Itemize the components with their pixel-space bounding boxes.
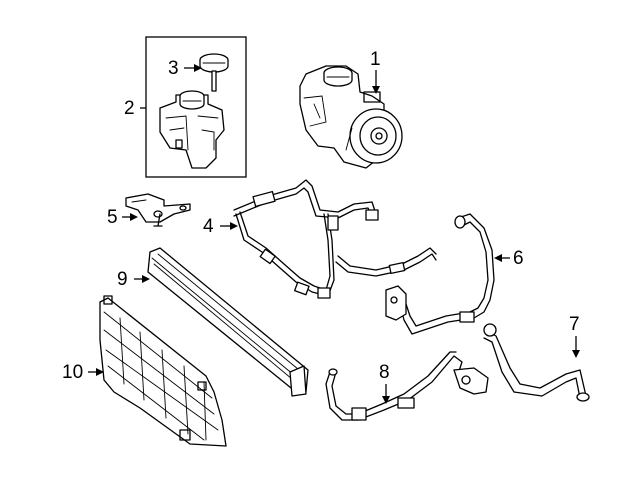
callout-10: 10 bbox=[62, 362, 84, 383]
bracket-part bbox=[125, 193, 191, 227]
callout-2: 2 bbox=[124, 98, 135, 119]
leader-8 bbox=[382, 384, 390, 404]
leader-10 bbox=[88, 368, 104, 376]
reservoir-kit-frame bbox=[145, 36, 247, 178]
return-hose-part bbox=[385, 213, 495, 335]
callout-9: 9 bbox=[117, 269, 128, 290]
leader-6 bbox=[494, 254, 510, 262]
cooler-hose-part bbox=[325, 351, 489, 421]
pressure-hose-part bbox=[233, 179, 437, 299]
callout-3: 3 bbox=[168, 58, 179, 79]
leader-3 bbox=[184, 64, 202, 72]
leader-4 bbox=[220, 222, 238, 230]
callout-6: 6 bbox=[513, 248, 524, 269]
leader-1 bbox=[372, 70, 380, 94]
leader-9 bbox=[134, 275, 150, 283]
reservoir-part bbox=[159, 90, 225, 169]
callout-8: 8 bbox=[379, 362, 390, 383]
reservoir-cap-part bbox=[199, 53, 229, 92]
callout-5: 5 bbox=[107, 207, 118, 228]
power-steering-pump-part bbox=[299, 65, 403, 169]
cooler-part bbox=[147, 247, 309, 397]
callout-4: 4 bbox=[203, 216, 214, 237]
callout-1: 1 bbox=[370, 49, 381, 70]
callout-7: 7 bbox=[569, 314, 580, 335]
hose-7-part bbox=[483, 323, 590, 402]
cooler-shield-part bbox=[99, 295, 227, 447]
leader-5 bbox=[122, 213, 138, 221]
leader-7 bbox=[572, 336, 580, 358]
